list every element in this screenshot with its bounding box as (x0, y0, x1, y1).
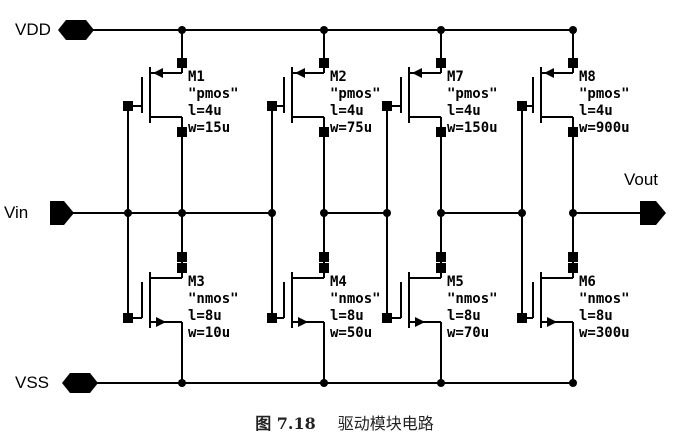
transistor-m3 (123, 213, 187, 383)
vout-pin (640, 201, 666, 225)
transistor-m7 (382, 30, 446, 213)
figure-title: 驱动模块电路 (337, 414, 434, 433)
transistor-m6 (517, 213, 578, 383)
transistor-m8 (517, 30, 578, 213)
transistor-m5 (382, 213, 446, 383)
transistor-m2 (267, 30, 329, 213)
figure-caption: 图 7.18 驱动模块电路 (0, 410, 689, 434)
transistor-m1 (123, 30, 187, 213)
vin-pin (50, 201, 74, 225)
vin-label: Vin (4, 203, 29, 222)
vout-label: Vout (624, 170, 659, 189)
vss-pin (62, 373, 98, 393)
vdd-label: VDD (15, 20, 51, 39)
figure-number: 图 7.18 (255, 414, 316, 433)
transistor-m4 (267, 213, 329, 383)
vdd-pin (58, 20, 94, 40)
vss-label: VSS (15, 373, 50, 392)
